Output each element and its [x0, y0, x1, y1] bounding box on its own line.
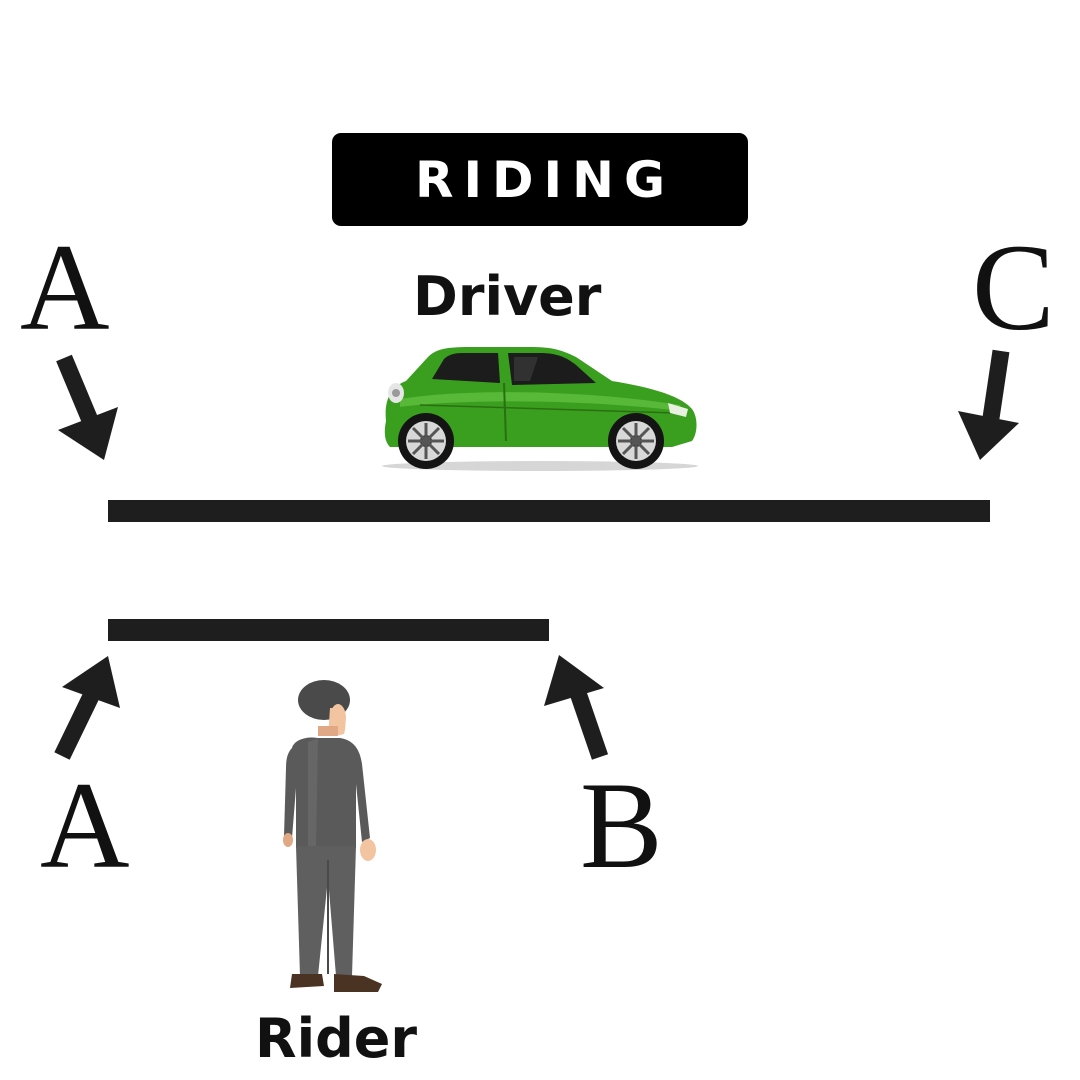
- green-car-icon: [382, 347, 698, 471]
- businessman-rider-icon: [283, 680, 382, 992]
- driver-end-arrow-icon: [958, 349, 1019, 460]
- rider-route-bar: [108, 619, 549, 641]
- rider-start-arrow-icon: [54, 656, 120, 760]
- driver-end-label: C: [972, 219, 1055, 356]
- title-banner: RIDING: [332, 133, 748, 226]
- driver-start-arrow-icon: [56, 354, 118, 460]
- rider-start-label: A: [40, 757, 130, 894]
- rider-label: Rider: [255, 1007, 417, 1070]
- driver-label: Driver: [413, 265, 602, 328]
- rider-end-label: B: [580, 757, 663, 894]
- driver-start-label: A: [20, 219, 110, 356]
- driver-route-bar: [108, 500, 990, 522]
- title-text: RIDING: [414, 150, 676, 209]
- rider-end-arrow-icon: [544, 655, 609, 760]
